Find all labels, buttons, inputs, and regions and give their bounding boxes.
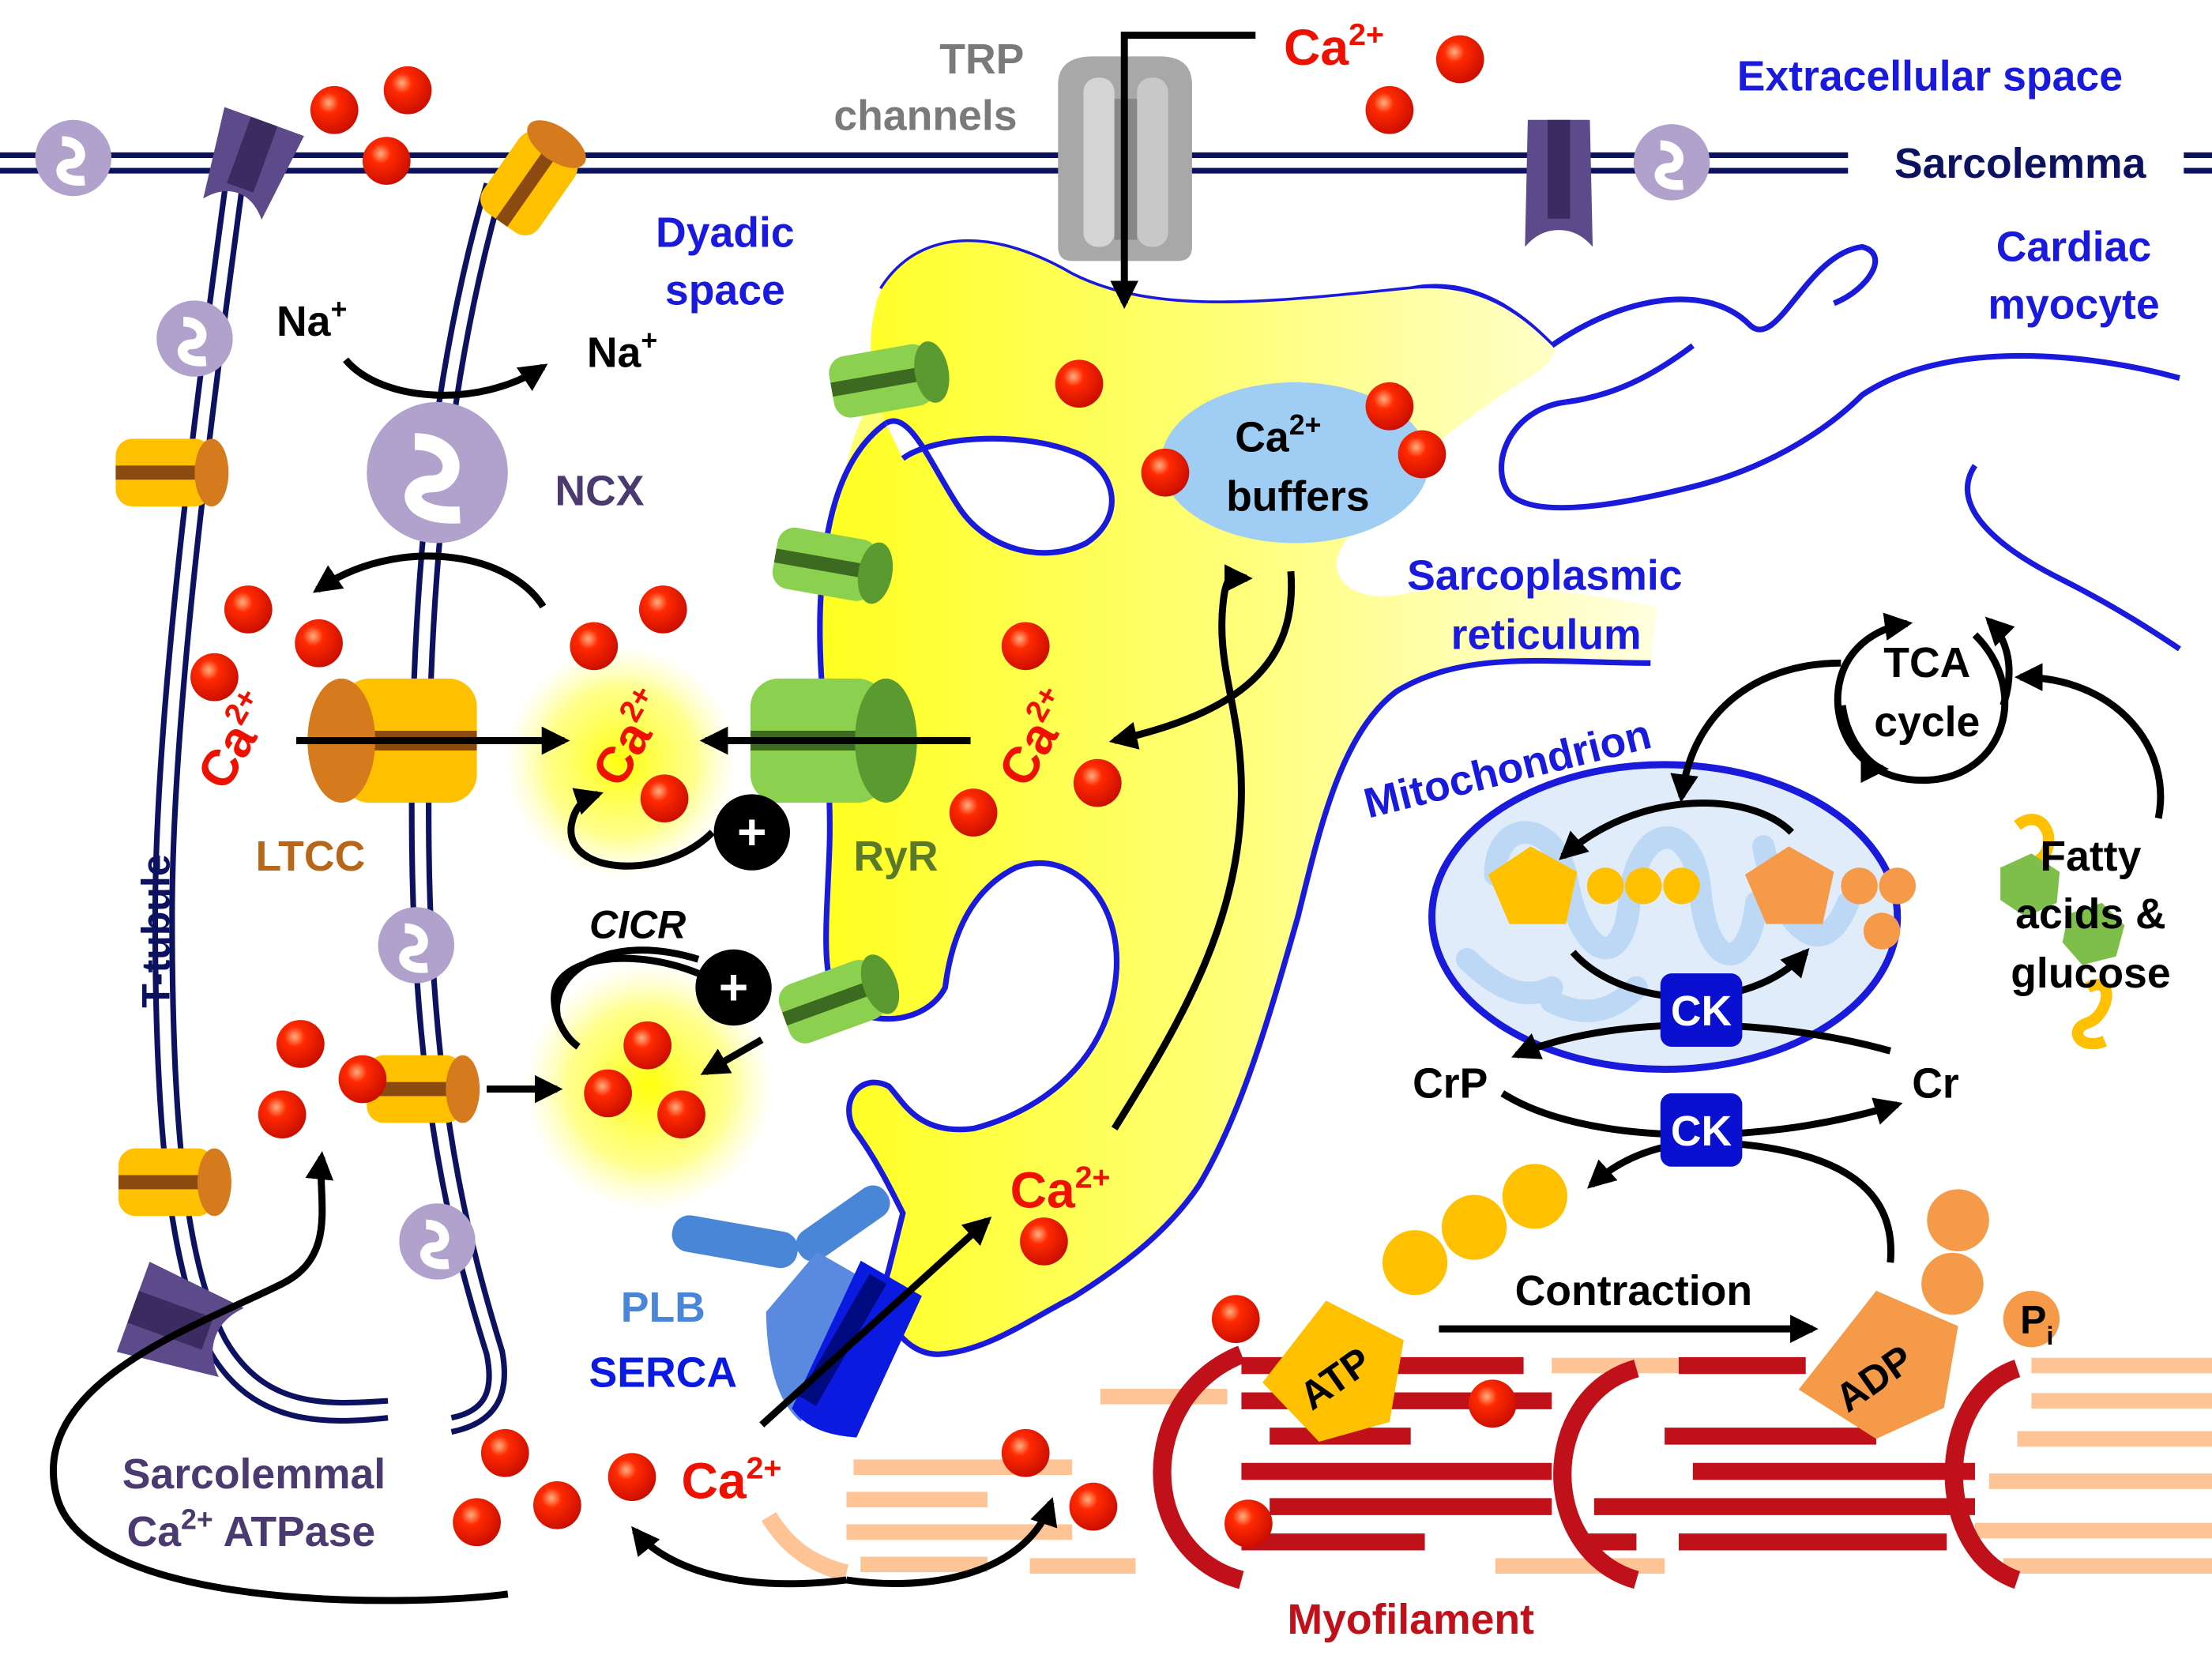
trp-label: channels bbox=[833, 92, 1017, 139]
ncx-label: NCX bbox=[555, 468, 644, 514]
ck-label: CK bbox=[1671, 1108, 1732, 1155]
calcium-spark-glow-lower bbox=[525, 961, 773, 1211]
pmca-label: Sarcolemmal bbox=[122, 1451, 386, 1498]
fatty-acids-label: glucose bbox=[2011, 950, 2170, 997]
ca-buffers-label: Ca2+ bbox=[1235, 409, 1321, 461]
crp-label: CrP bbox=[1413, 1060, 1488, 1107]
dyadic-space-label: space bbox=[665, 268, 785, 314]
ca-buffers bbox=[1161, 382, 1429, 544]
sarcolemma-label: Sarcolemma bbox=[1894, 141, 2147, 187]
ncx-icon bbox=[378, 907, 454, 983]
tca-cycle-label: TCA bbox=[1883, 640, 1970, 687]
cicr-label: CICR bbox=[589, 903, 686, 947]
ltcc-label: LTCC bbox=[255, 833, 365, 880]
t-tubule-label: T-tubule bbox=[134, 854, 178, 1007]
cardiac-myocyte-label: Cardiac bbox=[1996, 224, 2152, 270]
fatty-acids-label: Fatty bbox=[2040, 833, 2141, 880]
ncx-icon bbox=[399, 1203, 475, 1279]
ncx-icon bbox=[36, 120, 111, 196]
ck-label: CK bbox=[1671, 988, 1732, 1035]
ca-label-serca: Ca2+ bbox=[1010, 1161, 1111, 1219]
contraction-label: Contraction bbox=[1515, 1268, 1753, 1315]
cicr-plus-lower: + bbox=[695, 949, 772, 1026]
myofilament-label: Myofilament bbox=[1287, 1597, 1534, 1643]
dyadic-space-label: Dyadic bbox=[656, 210, 795, 257]
serca-label: SERCA bbox=[589, 1349, 737, 1396]
tca-cycle-label: cycle bbox=[1874, 699, 1980, 746]
ck-box-upper bbox=[1660, 973, 1743, 1047]
myofilament bbox=[762, 1345, 2212, 1589]
svg-text:+: + bbox=[737, 803, 767, 860]
pi-label: Pi bbox=[2020, 1298, 2053, 1350]
ncx-icon bbox=[156, 300, 232, 376]
adp-chain bbox=[1798, 1189, 2060, 1439]
ltcc-icon bbox=[115, 438, 229, 507]
plb-label: PLB bbox=[621, 1285, 705, 1331]
atp-chain bbox=[1262, 1164, 1567, 1442]
calcium-ions bbox=[190, 35, 1517, 1548]
sr-label: Sarcoplasmic bbox=[1407, 552, 1682, 599]
ca-label-left: Ca2+ bbox=[185, 683, 286, 799]
mitochondrion bbox=[1428, 761, 1902, 1074]
calcium-spark-glow-upper bbox=[505, 645, 737, 878]
ca-label-top: Ca2+ bbox=[1284, 17, 1384, 76]
ca-buffers-label: buffers bbox=[1226, 473, 1370, 520]
pmca-icon bbox=[192, 107, 304, 224]
trp-label: TRP bbox=[939, 36, 1024, 83]
ca-label-bottom: Ca2+ bbox=[682, 1450, 782, 1509]
cicr-loop-lower bbox=[551, 954, 700, 1050]
pmca-label: Ca2+ ATPase bbox=[127, 1504, 376, 1556]
ncx-icon bbox=[367, 401, 508, 544]
na-label: Na+ bbox=[587, 325, 657, 376]
atp-molecule-mito bbox=[1488, 846, 1700, 924]
ncx-icon bbox=[1634, 124, 1710, 200]
ltcc-icon bbox=[118, 1148, 231, 1217]
cicr-plus-upper: + bbox=[713, 794, 790, 871]
fatty-acid-glucose-icon bbox=[2000, 814, 2125, 1050]
pmca-icon bbox=[116, 1262, 244, 1377]
plb-icon bbox=[672, 1185, 890, 1269]
cardiac-myocyte-label: myocyte bbox=[1988, 282, 2159, 329]
tca-cycle-ring bbox=[1834, 612, 2009, 784]
adp-molecule-mito bbox=[1744, 846, 1916, 950]
ck-box-lower bbox=[1660, 1093, 1743, 1167]
extracellular-space-label: Extracellular space bbox=[1737, 53, 2123, 100]
na-label: Na+ bbox=[276, 294, 347, 345]
cr-label: Cr bbox=[1912, 1060, 1959, 1107]
pmca-icon bbox=[1525, 119, 1593, 247]
svg-text:+: + bbox=[719, 958, 749, 1015]
ryr-label: RyR bbox=[853, 833, 938, 880]
sr-label: reticulum bbox=[1451, 611, 1642, 658]
fatty-acids-label: acids & bbox=[2015, 891, 2166, 938]
